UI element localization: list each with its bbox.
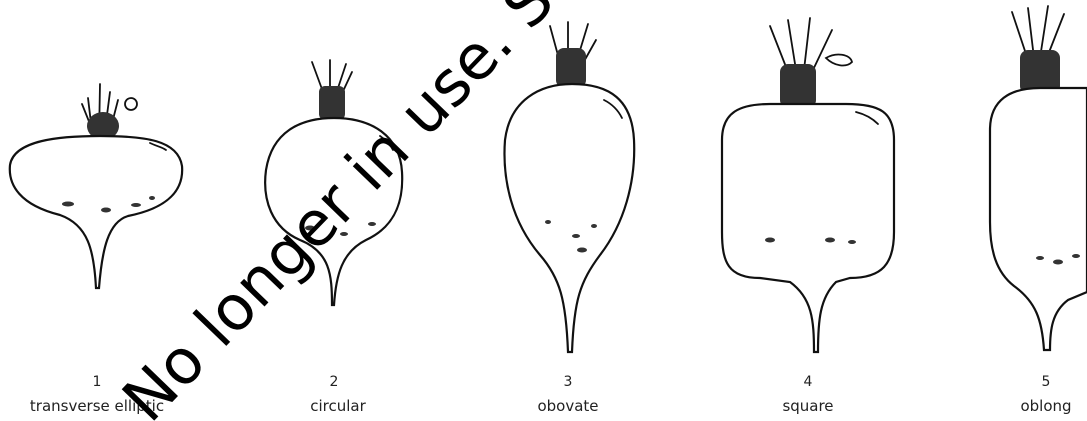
shape-2-label: circular [310, 397, 366, 415]
shape-1-number: 1 [93, 374, 102, 390]
root-square [722, 18, 894, 352]
root-oblong [990, 6, 1087, 350]
root-obovate [504, 22, 634, 352]
shape-2-number: 2 [330, 374, 339, 390]
shape-5-label: oblong [1020, 397, 1071, 415]
shape-4-label: square [782, 397, 833, 415]
shape-4-number: 4 [804, 374, 813, 390]
shape-3-label: obovate [537, 397, 598, 415]
shape-5-number: 5 [1042, 374, 1051, 390]
shape-3-number: 3 [564, 374, 573, 390]
root-transverse-elliptic [10, 84, 182, 288]
